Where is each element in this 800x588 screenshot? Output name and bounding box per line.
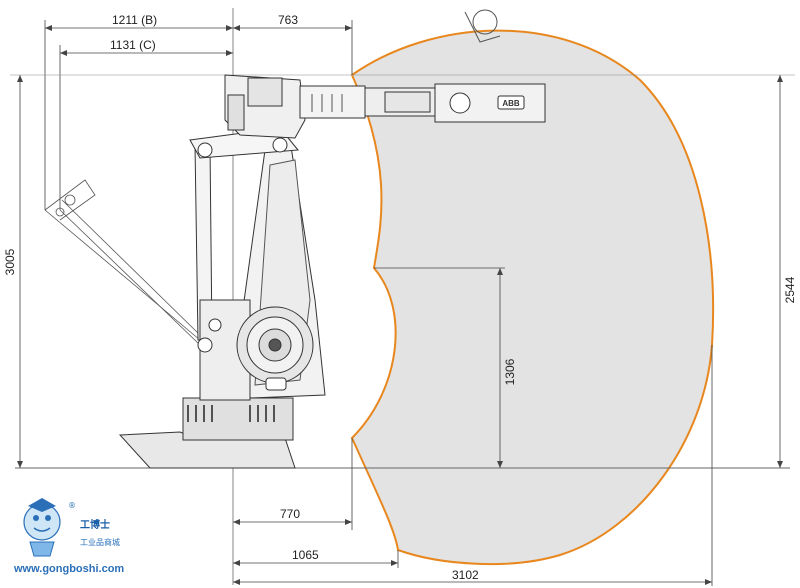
registered-mark: ® xyxy=(68,501,76,510)
arrow xyxy=(17,461,23,468)
top-arrows xyxy=(45,25,352,56)
dim-label-3102: 3102 xyxy=(452,568,479,582)
arrow xyxy=(777,461,783,468)
working-envelope xyxy=(350,29,715,566)
arrow xyxy=(777,75,783,82)
pivot-joint xyxy=(272,137,288,153)
arrow xyxy=(17,75,23,82)
dim-label-top-c: 1131 (C) xyxy=(110,38,156,52)
dim-label-top-right: 763 xyxy=(278,13,298,27)
axis-badge xyxy=(265,377,287,391)
brand-url: www.gongboshi.com xyxy=(13,563,124,575)
dim-label-top-b: 1211 (B) xyxy=(112,13,157,27)
pivot-joint xyxy=(197,337,213,353)
dim-label-1065: 1065 xyxy=(292,548,319,562)
bottom-dimensions xyxy=(233,345,713,586)
abb-logo-plate xyxy=(497,95,525,110)
dim-label-inner-height: 1306 xyxy=(503,358,517,385)
turntable xyxy=(182,397,294,441)
robot-arm-drawing xyxy=(118,74,546,469)
brand-name: 工博士 xyxy=(80,518,110,531)
rear-reach-lines xyxy=(44,179,201,346)
pivot-joint xyxy=(197,142,213,158)
arrow xyxy=(497,461,503,468)
abb-logo-text: ABB xyxy=(502,99,520,108)
brand-subtitle: 工业品商城 xyxy=(80,537,120,547)
lifting-eye-outline xyxy=(464,9,501,43)
gongboshi-logo: ® 工博士 工业品商城 www.gongboshi.com xyxy=(13,498,124,575)
dim-label-770: 770 xyxy=(280,507,300,521)
bottom-arrows xyxy=(233,519,712,585)
dim-label-left-height: 3005 xyxy=(3,248,17,275)
dim-label-right-height: 2544 xyxy=(783,276,797,303)
top-dimensions xyxy=(44,20,353,210)
arrow xyxy=(497,268,503,275)
